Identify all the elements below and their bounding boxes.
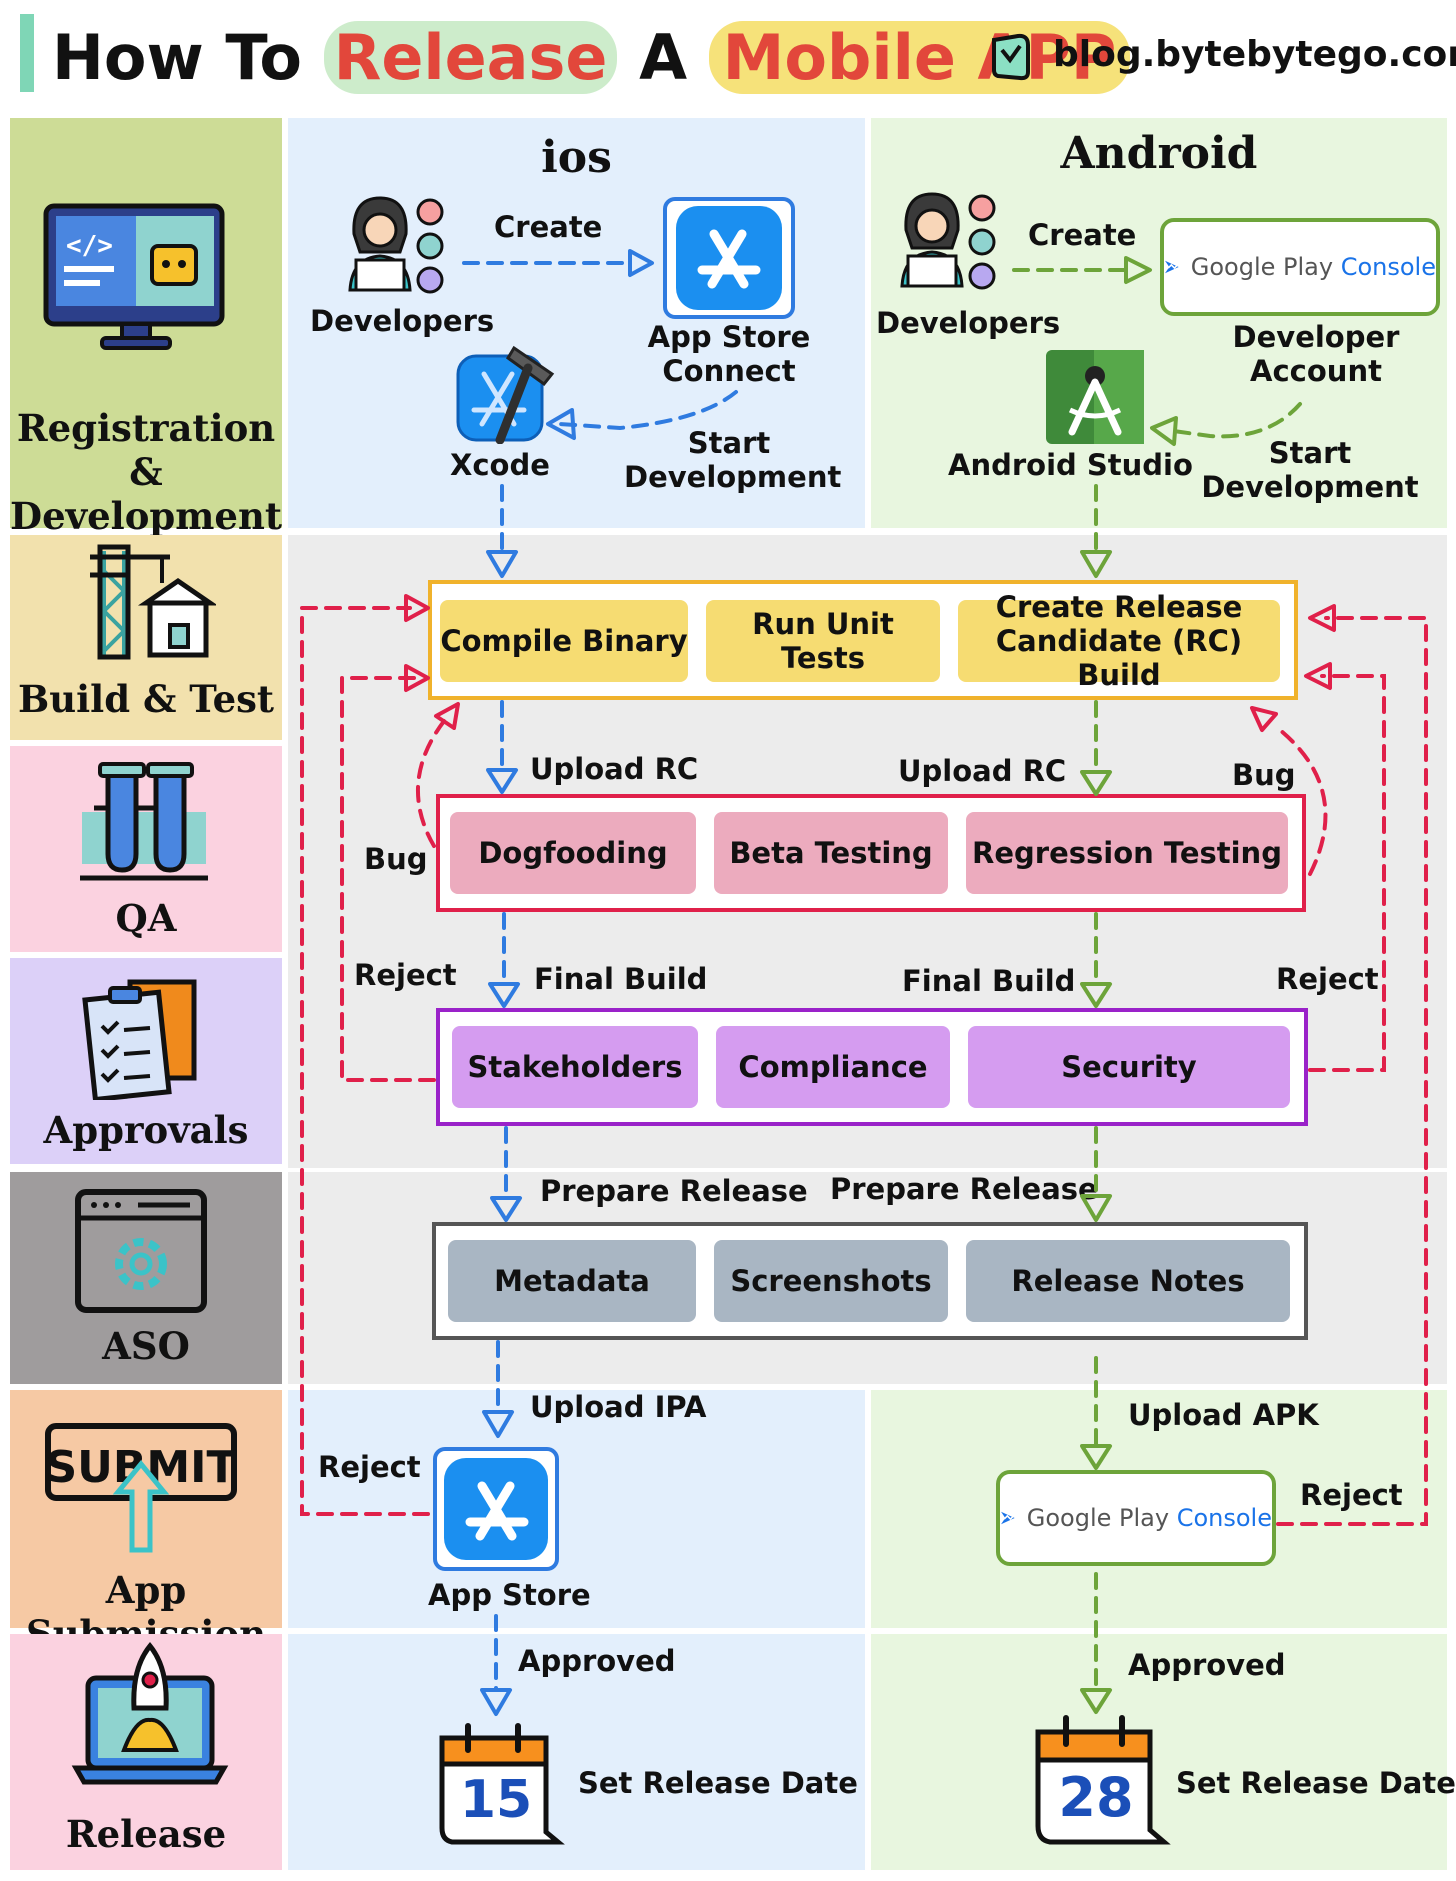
stakeholders-step[interactable]: Stakeholders <box>452 1026 698 1108</box>
ios-developers-label: Developers <box>310 304 495 338</box>
ios-release-day: 15 <box>459 1770 533 1830</box>
google-play-console-submission[interactable]: Google Play Console <box>996 1470 1276 1566</box>
monitor-code-icon: </> <box>43 203 225 350</box>
stage-registration: </> Registration & Development <box>10 118 282 538</box>
browser-gear-icon <box>75 1189 207 1313</box>
title-part1: How To <box>52 21 302 94</box>
rocket-laptop-icon <box>71 1642 229 1785</box>
upload-apk-label: Upload APK <box>1128 1398 1319 1432</box>
title-part2: A <box>639 21 688 94</box>
android-registration-panel <box>871 118 1447 528</box>
android-create-label: Create <box>1028 218 1137 252</box>
ios-final-build-label: Final Build <box>534 962 708 996</box>
reject-right-label: Reject <box>1276 962 1379 996</box>
regression-testing-step[interactable]: Regression Testing <box>966 812 1288 894</box>
ios-calendar-icon: 15 <box>434 1720 574 1848</box>
upload-ipa-label: Upload IPA <box>530 1390 707 1424</box>
stage-label-release: Release <box>65 1812 227 1856</box>
stage-label-qa: QA <box>115 896 177 940</box>
blog-url: blog.bytebytego.com <box>1053 34 1456 75</box>
stage-release: Release <box>10 1634 282 1870</box>
google-play-console-icon <box>1001 1511 1016 1525</box>
crane-building-icon <box>90 544 216 660</box>
svg-text:</>: </> <box>66 231 113 261</box>
stage-submission: SUBMIT App Submission <box>10 1390 282 1656</box>
developer-account-label: Developer Account <box>1232 320 1400 388</box>
xcode-icon[interactable] <box>454 344 558 444</box>
android-developers-label: Developers <box>876 306 1061 340</box>
clipboard-checklist-icon <box>82 979 197 1100</box>
android-developer-icon <box>900 192 996 290</box>
security-step[interactable]: Security <box>968 1026 1290 1108</box>
stage-aso: ASO <box>10 1172 282 1384</box>
console-text: Console <box>1176 1504 1272 1532</box>
stage-label-build: Build & Test <box>17 677 275 721</box>
android-release-panel <box>871 1634 1447 1870</box>
stage-approvals: Approvals <box>10 958 282 1164</box>
console-text: Console <box>1340 253 1436 281</box>
test-tubes-icon <box>80 762 208 881</box>
reject-android-label: Reject <box>1300 1478 1403 1512</box>
title-highlight-mobile-app: Mobile APP <box>708 21 1131 94</box>
google-play-console-registration[interactable]: Google Play Console <box>1160 218 1440 316</box>
stage-label-registration: Registration & Development <box>10 406 282 538</box>
run-unit-tests-step[interactable]: Run Unit Tests <box>706 600 940 682</box>
stage-label-aso: ASO <box>102 1324 190 1368</box>
ios-approved-label: Approved <box>518 1644 676 1678</box>
reject-left-label: Reject <box>354 958 457 992</box>
xcode-label: Xcode <box>450 448 550 482</box>
submit-icon: SUBMIT <box>45 1423 237 1553</box>
bytebytego-logo-icon <box>988 32 1036 82</box>
ios-create-label: Create <box>494 210 603 244</box>
app-store-label: App Store <box>428 1578 591 1612</box>
ios-column-title: ios <box>541 132 612 183</box>
google-play-text: Google Play <box>1190 253 1334 281</box>
android-approved-label: Approved <box>1128 1648 1286 1682</box>
create-rc-build-step[interactable]: Create Release Candidate (RC) Build <box>958 590 1280 692</box>
release-notes-step[interactable]: Release Notes <box>966 1240 1290 1322</box>
ios-prepare-release-label: Prepare Release <box>540 1174 808 1208</box>
android-prepare-release-label: Prepare Release <box>830 1172 1098 1206</box>
ios-developer-icon <box>348 196 444 294</box>
ios-start-development-label: Start Development <box>624 426 842 494</box>
metadata-step[interactable]: Metadata <box>448 1240 696 1322</box>
android-calendar-icon: 28 <box>1030 1712 1180 1848</box>
dogfooding-step[interactable]: Dogfooding <box>450 812 696 894</box>
screenshots-step[interactable]: Screenshots <box>714 1240 948 1322</box>
ios-set-release-date-label: Set Release Date <box>578 1766 858 1800</box>
stage-label-approvals: Approvals <box>43 1108 249 1152</box>
compile-binary-step[interactable]: Compile Binary <box>440 600 688 682</box>
stage-qa: QA <box>10 746 282 952</box>
beta-testing-step[interactable]: Beta Testing <box>714 812 948 894</box>
app-store-connect-label: App Store Connect <box>647 320 811 388</box>
android-final-build-label: Final Build <box>902 964 1076 998</box>
ios-registration-panel <box>288 118 865 528</box>
stage-build: Build & Test <box>10 535 282 740</box>
android-studio-icon[interactable] <box>1044 348 1146 446</box>
android-release-day: 28 <box>1058 1766 1134 1829</box>
title-accent-bar <box>20 14 34 92</box>
ios-upload-rc-label: Upload RC <box>530 752 699 786</box>
google-play-console-icon <box>1165 260 1180 274</box>
android-start-development-label: Start Development <box>1201 436 1419 504</box>
app-store-icon[interactable] <box>432 1446 560 1572</box>
android-column-title: Android <box>1060 128 1258 179</box>
bug-right-label: Bug <box>1232 758 1296 792</box>
google-play-text: Google Play <box>1026 1504 1170 1532</box>
app-store-connect-icon[interactable] <box>662 196 796 320</box>
android-studio-label: Android Studio <box>948 448 1193 482</box>
android-set-release-date-label: Set Release Date <box>1176 1766 1456 1800</box>
page-title: How To Release A Mobile APP <box>52 18 1131 98</box>
reject-ios-label: Reject <box>318 1450 421 1484</box>
bug-left-label: Bug <box>364 842 428 876</box>
title-highlight-release: Release <box>323 21 618 94</box>
ios-release-panel <box>288 1634 865 1870</box>
compliance-step[interactable]: Compliance <box>716 1026 950 1108</box>
android-upload-rc-label: Upload RC <box>898 754 1067 788</box>
